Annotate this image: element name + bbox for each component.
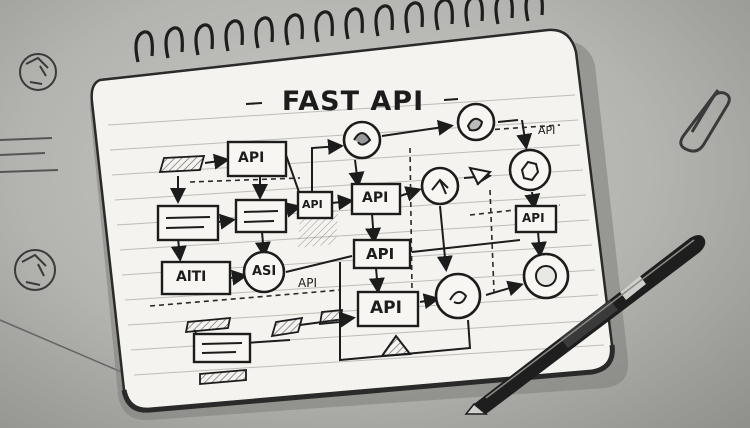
label-api-right: API — [522, 211, 545, 225]
box-text-scribbles — [165, 210, 279, 354]
label-api-floating-topright: API — [538, 124, 556, 137]
box-api-left — [296, 190, 334, 220]
label-asi: ASI — [252, 264, 277, 279]
box-alti — [160, 260, 232, 296]
title-decoration — [245, 98, 459, 105]
hatched-blocks — [158, 155, 344, 385]
box-api-top — [226, 140, 288, 178]
circle-glyphs — [353, 117, 557, 305]
pen-icon — [464, 235, 706, 415]
circle-check-icon — [420, 166, 460, 206]
label-api-bottom: API — [370, 298, 402, 318]
circle-curl-icon — [434, 272, 482, 320]
box-api-mid — [352, 238, 412, 270]
desk-doodle-recycle-icon-top — [19, 53, 57, 91]
box-lines-center — [234, 198, 288, 234]
box-api-bottom — [356, 290, 420, 328]
label-api-center: API — [362, 190, 389, 206]
triangle-icon — [379, 334, 412, 358]
box-lines-left — [156, 204, 220, 242]
label-api-left: API — [302, 198, 323, 211]
box-api-right — [514, 204, 558, 234]
diagram-boxes — [156, 140, 558, 364]
box-lines-bottom — [192, 332, 252, 364]
box-api-center — [350, 182, 402, 216]
label-api-floating-center: API — [298, 276, 317, 290]
notebook-edge — [121, 344, 615, 413]
paperclip-icon — [679, 89, 731, 153]
label-api-mid: API — [366, 245, 395, 263]
label-alti: AlTI — [176, 269, 207, 285]
circle-asi — [242, 250, 286, 294]
page-title: FAST API — [281, 86, 425, 117]
arrowhead-shape — [468, 166, 493, 186]
circle-hexagon-icon — [508, 148, 552, 192]
desk-doodle-recycle-icon-bottom — [14, 249, 56, 291]
spiral-binding — [134, 0, 544, 63]
label-api-top: API — [238, 150, 265, 166]
